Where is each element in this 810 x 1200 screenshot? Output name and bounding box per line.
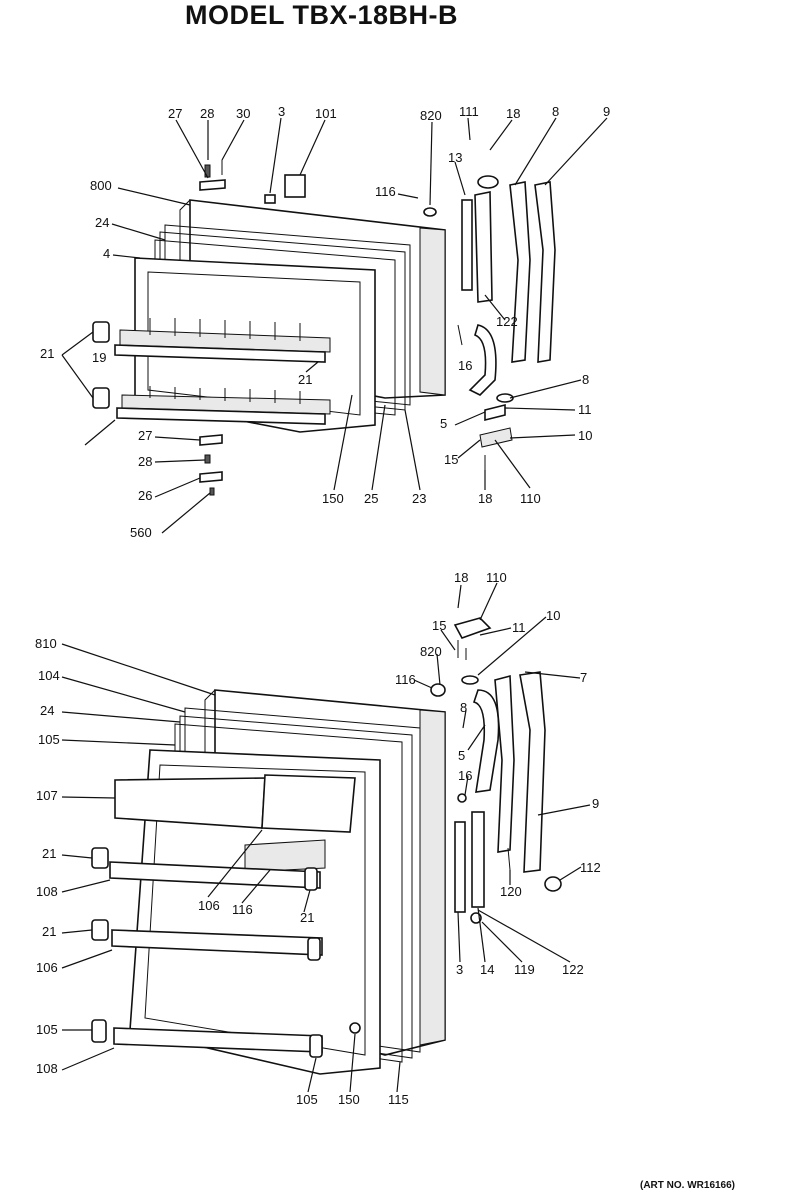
callout-label: 10 bbox=[546, 608, 560, 623]
callout-label: 18 bbox=[478, 491, 492, 506]
callout-label: 26 bbox=[138, 488, 152, 503]
callout-label: 27 bbox=[138, 428, 152, 443]
callout-label: 15 bbox=[444, 452, 458, 467]
callout-label: 119 bbox=[514, 962, 535, 977]
callout-label: 116 bbox=[395, 672, 416, 687]
callout-label: 8 bbox=[552, 104, 559, 119]
callout-label: 25 bbox=[364, 491, 378, 506]
callout-label: 11 bbox=[578, 402, 592, 417]
callout-label: 122 bbox=[496, 314, 518, 329]
fresh-food-door-assembly bbox=[91, 617, 562, 1075]
callout-label: 108 bbox=[36, 884, 58, 899]
callout-label: 14 bbox=[480, 962, 494, 977]
lower-leader-lines bbox=[61, 582, 591, 1093]
callout-label: 810 bbox=[35, 636, 57, 651]
callout-label: 21 bbox=[300, 910, 314, 925]
callout-label: 104 bbox=[38, 668, 60, 683]
callout-label: 5 bbox=[458, 748, 465, 763]
callout-label: 3 bbox=[278, 104, 285, 119]
art-number: (ART NO. WR16166) bbox=[640, 1180, 736, 1191]
callout-label: 15 bbox=[432, 618, 446, 633]
callout-label: 24 bbox=[40, 703, 54, 718]
callout-label: 105 bbox=[38, 732, 60, 747]
callout-label: 800 bbox=[90, 178, 112, 193]
callout-label: 10 bbox=[578, 428, 592, 443]
callout-label: 21 bbox=[42, 924, 56, 939]
callout-label: 18 bbox=[454, 570, 468, 585]
callout-label: 28 bbox=[138, 454, 152, 469]
callout-label: 116 bbox=[232, 902, 253, 917]
callout-label: 116 bbox=[375, 184, 396, 199]
callout-label: 24 bbox=[95, 215, 109, 230]
callout-label: 8 bbox=[460, 700, 467, 715]
callout-label: 120 bbox=[500, 884, 522, 899]
callout-label: 105 bbox=[36, 1022, 58, 1037]
callout-labels: 27 28 30 3 101 820 111 18 8 9 800 116 13… bbox=[35, 104, 610, 1107]
callout-label: 11 bbox=[512, 620, 526, 635]
callout-label: 9 bbox=[603, 104, 610, 119]
callout-label: 122 bbox=[562, 962, 584, 977]
callout-label: 23 bbox=[412, 491, 426, 506]
callout-label: 9 bbox=[592, 796, 599, 811]
callout-label: 4 bbox=[103, 246, 110, 261]
callout-label: 8 bbox=[582, 372, 589, 387]
callout-label: 110 bbox=[520, 491, 541, 506]
callout-label: 18 bbox=[506, 106, 520, 121]
callout-label: 115 bbox=[388, 1092, 409, 1107]
callout-label: 30 bbox=[236, 106, 250, 121]
callout-label: 3 bbox=[456, 962, 463, 977]
callout-label: 13 bbox=[448, 150, 462, 165]
callout-label: 105 bbox=[296, 1092, 318, 1107]
callout-label: 28 bbox=[200, 106, 214, 121]
callout-label: 150 bbox=[338, 1092, 360, 1107]
upper-leader-lines bbox=[61, 117, 608, 534]
callout-label: 106 bbox=[198, 898, 220, 913]
callout-label: 150 bbox=[322, 491, 344, 506]
callout-label: 107 bbox=[36, 788, 58, 803]
callout-label: 16 bbox=[458, 768, 472, 783]
callout-label: 820 bbox=[420, 644, 442, 659]
callout-label: 27 bbox=[168, 106, 182, 121]
callout-label: 5 bbox=[440, 416, 447, 431]
callout-label: 7 bbox=[580, 670, 587, 685]
callout-label: 110 bbox=[486, 570, 507, 585]
callout-label: 820 bbox=[420, 108, 442, 123]
callout-label: 21 bbox=[298, 372, 312, 387]
callout-label: 560 bbox=[130, 525, 152, 540]
freezer-door-assembly bbox=[92, 160, 556, 496]
callout-label: 101 bbox=[315, 106, 337, 121]
callout-label: 106 bbox=[36, 960, 58, 975]
callout-label: 21 bbox=[42, 846, 56, 861]
callout-label: 21 bbox=[40, 346, 54, 361]
callout-label: 111 bbox=[459, 104, 479, 119]
diagram-title: MODEL TBX-18BH-B bbox=[185, 0, 459, 30]
callout-label: 16 bbox=[458, 358, 472, 373]
callout-label: 108 bbox=[36, 1061, 58, 1076]
callout-label: 19 bbox=[92, 350, 106, 365]
callout-label: 112 bbox=[580, 860, 601, 875]
